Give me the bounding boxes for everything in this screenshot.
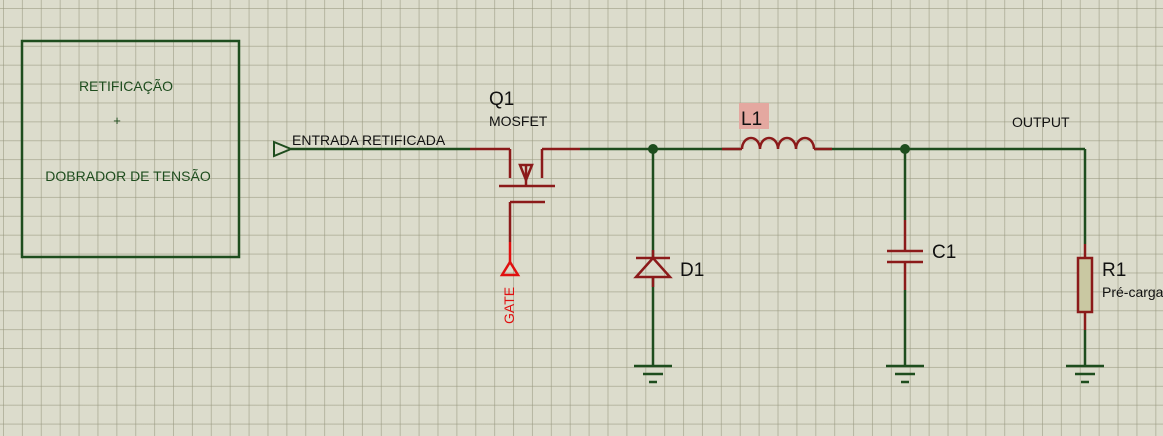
block-line-2: + — [113, 113, 121, 128]
r1-ref: R1 — [1102, 260, 1126, 281]
resistor-r1[interactable] — [1076, 244, 1094, 330]
gate-terminal-label: GATE — [501, 287, 517, 324]
mosfet-q1[interactable] — [470, 147, 580, 242]
q1-value: MOSFET — [489, 113, 548, 129]
capacitor-c1[interactable] — [887, 220, 923, 290]
input-terminal[interactable]: ENTRADA RETIFICADA — [273, 132, 446, 158]
junction-dots — [648, 144, 910, 154]
l1-selection-highlight — [739, 103, 769, 129]
rectifier-doubler-block[interactable]: RETIFICAÇÃO + DOBRADOR DE TENSÃO — [20, 39, 241, 259]
ground-icon — [634, 364, 672, 384]
gate-terminal[interactable]: GATE — [499, 242, 521, 324]
l1-ref: L1 — [741, 109, 762, 130]
r1-value: Pré-carga — [1102, 284, 1163, 300]
block-line-1: RETIFICAÇÃO — [79, 78, 173, 94]
output-label: OUTPUT — [1012, 114, 1070, 130]
ground-icon — [886, 364, 924, 384]
input-terminal-label: ENTRADA RETIFICADA — [292, 132, 446, 148]
block-line-3: DOBRADOR DE TENSÃO — [45, 168, 211, 184]
wires — [291, 147, 1087, 365]
d1-ref: D1 — [680, 260, 704, 281]
c1-ref: C1 — [932, 242, 956, 263]
inductor-l1[interactable] — [722, 136, 832, 151]
q1-ref: Q1 — [489, 89, 514, 110]
ground-icon — [1066, 364, 1104, 384]
diode-d1[interactable] — [633, 250, 673, 287]
